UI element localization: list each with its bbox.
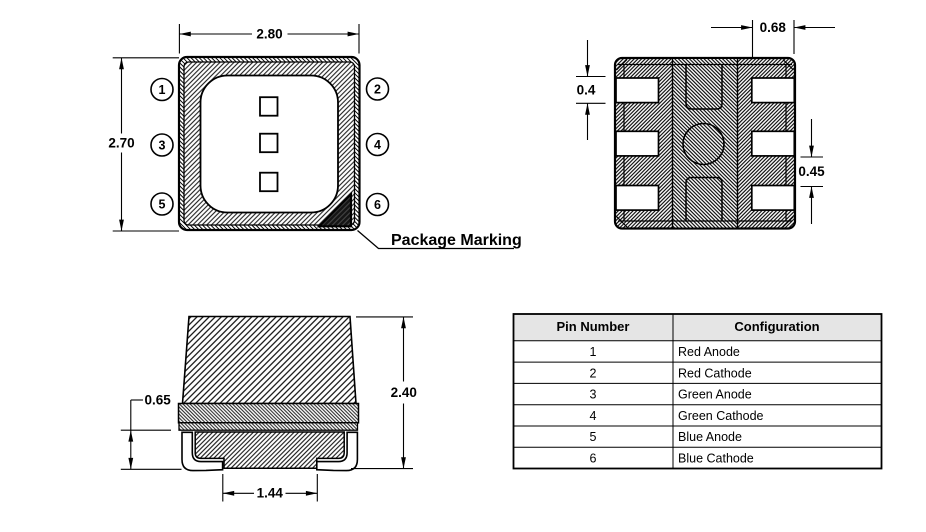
svg-text:3: 3 — [590, 388, 597, 402]
svg-text:6: 6 — [374, 198, 381, 212]
svg-text:Green Anode: Green Anode — [678, 388, 752, 402]
svg-text:1: 1 — [159, 83, 166, 97]
svg-text:0.4: 0.4 — [577, 83, 596, 98]
svg-text:4: 4 — [590, 409, 597, 423]
svg-text:2.40: 2.40 — [391, 385, 417, 400]
svg-text:3: 3 — [159, 139, 166, 153]
svg-text:Red Cathode: Red Cathode — [678, 366, 752, 380]
svg-text:Green Cathode: Green Cathode — [678, 409, 764, 423]
svg-text:2.80: 2.80 — [256, 27, 282, 42]
svg-text:2.70: 2.70 — [108, 136, 134, 151]
svg-text:5: 5 — [590, 430, 597, 444]
svg-text:Blue Cathode: Blue Cathode — [678, 452, 754, 466]
svg-text:Pin Number: Pin Number — [557, 319, 630, 334]
svg-text:Configuration: Configuration — [734, 319, 819, 334]
svg-text:2: 2 — [590, 366, 597, 380]
svg-text:1: 1 — [590, 345, 597, 359]
svg-text:1.44: 1.44 — [257, 486, 284, 501]
svg-text:2: 2 — [374, 83, 381, 97]
svg-text:6: 6 — [590, 452, 597, 466]
svg-text:Blue Anode: Blue Anode — [678, 430, 742, 444]
svg-text:Red Anode: Red Anode — [678, 345, 740, 359]
svg-text:0.65: 0.65 — [145, 393, 172, 408]
svg-text:4: 4 — [374, 138, 381, 152]
svg-text:5: 5 — [159, 198, 166, 212]
svg-text:0.45: 0.45 — [798, 164, 825, 179]
svg-text:Package Marking: Package Marking — [391, 232, 522, 249]
svg-text:0.68: 0.68 — [760, 20, 787, 35]
